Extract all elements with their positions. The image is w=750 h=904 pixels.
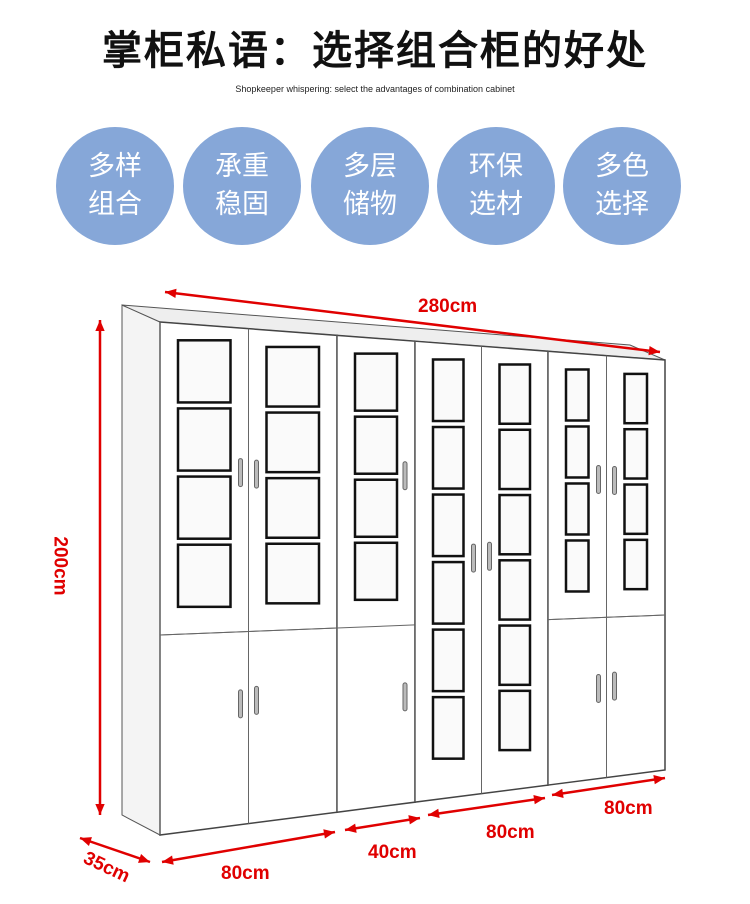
- glass-shelf: [353, 541, 399, 602]
- glass-shelf: [623, 372, 649, 425]
- door-handle: [471, 543, 476, 573]
- arrowhead: [345, 823, 357, 833]
- door-handle: [254, 459, 259, 489]
- arrowhead: [323, 829, 335, 839]
- feature-badge-color: 多色选择: [563, 127, 681, 245]
- glass-shelf: [176, 475, 232, 540]
- arrowhead: [648, 346, 660, 356]
- arrowhead: [428, 808, 440, 819]
- feature-line1: 多层: [343, 151, 397, 183]
- dimension-arrow: [344, 816, 421, 832]
- glass-shelf: [353, 352, 399, 412]
- glass-shelf: [431, 695, 465, 760]
- door-handle: [254, 685, 259, 715]
- door-handle: [238, 689, 243, 719]
- glass-shelf: [265, 476, 321, 539]
- glass-shelf: [498, 689, 532, 752]
- shelf-divider: [159, 627, 338, 636]
- shelf-divider: [336, 624, 416, 629]
- arrowhead: [653, 775, 665, 785]
- feature-line1: 环保: [469, 151, 523, 183]
- feature-line1: 多样: [88, 151, 142, 183]
- arrowhead: [138, 853, 150, 863]
- arrowhead: [162, 855, 174, 865]
- glass-shelf: [498, 559, 532, 621]
- feature-badge-eco: 环保选材: [437, 127, 555, 245]
- feature-badge-storage: 多层储物: [311, 127, 429, 245]
- dimension-arrow: [551, 776, 666, 797]
- glass-shelf: [265, 542, 321, 605]
- glass-shelf: [498, 363, 532, 426]
- shelf-divider: [547, 614, 666, 621]
- arrowhead: [408, 815, 420, 825]
- feature-badge-combination: 多样组合: [56, 127, 174, 245]
- glass-shelf: [265, 411, 321, 474]
- glass-shelf: [498, 624, 532, 687]
- dimension-arrow: [79, 836, 151, 864]
- glass-shelf: [623, 483, 649, 536]
- glass-shelf: [623, 427, 649, 480]
- glass-shelf: [176, 543, 232, 609]
- door-handle: [487, 541, 492, 571]
- arrowhead: [95, 803, 105, 815]
- arrowhead: [552, 788, 564, 798]
- glass-shelf: [353, 478, 399, 539]
- dim-height: 200cm: [49, 536, 71, 596]
- door-handle: [596, 464, 601, 494]
- door-handle: [612, 466, 617, 496]
- dimension-arrow: [427, 796, 546, 817]
- feature-line2: 组合: [88, 189, 142, 220]
- cabinet-side: [121, 304, 161, 836]
- glass-shelf: [431, 493, 465, 558]
- glass-shelf: [353, 415, 399, 475]
- arrowhead: [165, 288, 177, 298]
- page-title: 掌柜私语：选择组合柜的好处: [102, 28, 648, 74]
- glass-shelf: [431, 358, 465, 423]
- glass-shelf: [564, 482, 590, 536]
- glass-shelf: [623, 538, 649, 591]
- dimension-arrow: [164, 290, 661, 354]
- arrowhead: [80, 837, 92, 847]
- feature-badge-load: 承重稳固: [183, 127, 301, 245]
- glass-shelf: [564, 368, 590, 422]
- glass-shelf: [431, 560, 465, 625]
- glass-shelf: [564, 425, 590, 479]
- glass-shelf: [176, 407, 232, 472]
- feature-line2: 选材: [469, 189, 523, 220]
- glass-shelf: [176, 339, 232, 404]
- glass-shelf: [564, 539, 590, 593]
- dim-unit3: 80cm: [486, 822, 535, 843]
- dim-unit2: 40cm: [368, 842, 417, 863]
- glass-shelf: [498, 493, 532, 556]
- glass-shelf: [431, 628, 465, 693]
- dim-unit4: 80cm: [604, 798, 653, 819]
- dim-unit1: 80cm: [221, 863, 270, 884]
- dimension-arrow: [161, 830, 336, 864]
- feature-line2: 储物: [343, 189, 397, 220]
- door-handle: [612, 671, 617, 701]
- door-handle: [596, 673, 601, 703]
- dim-total-width: 280cm: [418, 296, 478, 317]
- glass-shelf: [265, 345, 321, 408]
- feature-line2: 选择: [595, 189, 649, 220]
- feature-line1: 多色: [595, 151, 649, 183]
- feature-line1: 承重: [215, 151, 269, 183]
- arrowhead: [95, 320, 105, 332]
- glass-shelf: [431, 425, 465, 490]
- door-handle: [402, 461, 408, 491]
- page-subtitle: Shopkeeper whispering: select the advant…: [235, 84, 515, 94]
- glass-shelf: [498, 428, 532, 491]
- door-handle: [402, 682, 408, 712]
- feature-line2: 稳固: [215, 189, 269, 220]
- arrowhead: [533, 794, 545, 805]
- door-handle: [238, 458, 243, 488]
